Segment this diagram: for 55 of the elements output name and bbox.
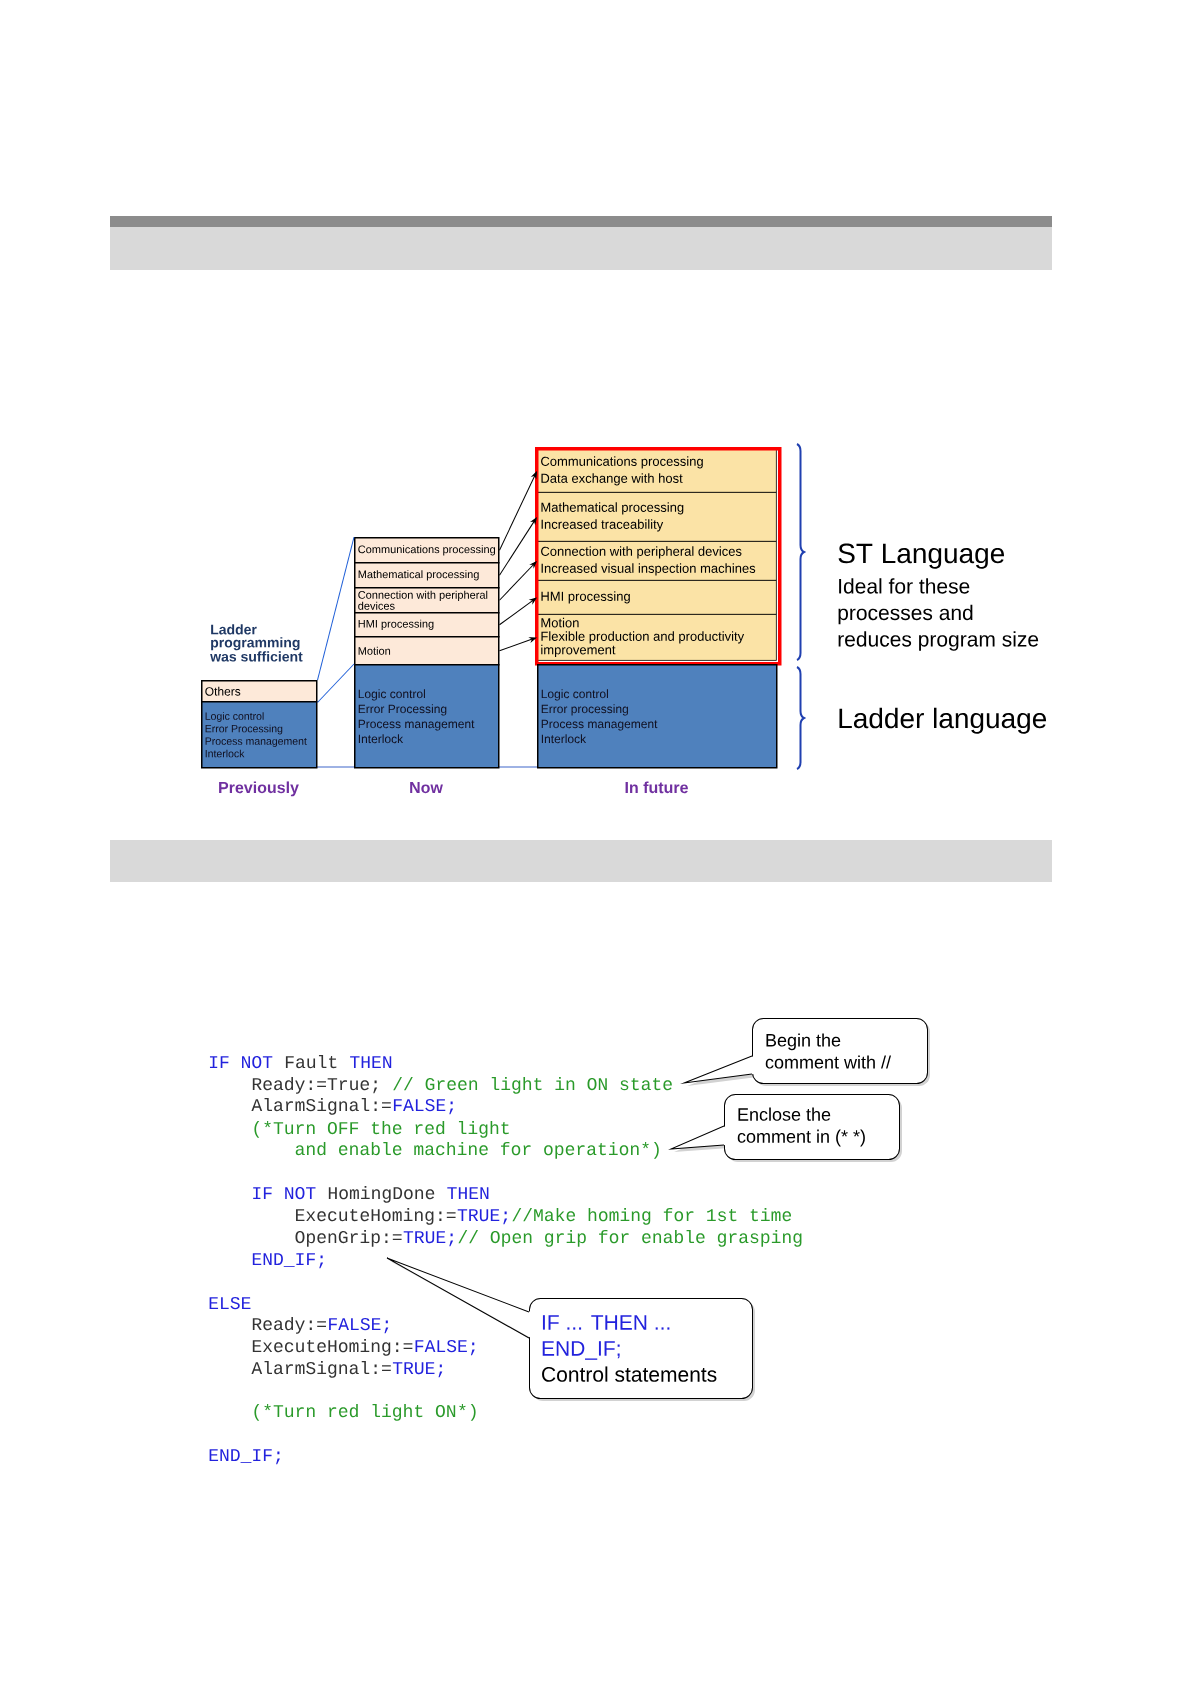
code-text: TRUE;: [392, 1362, 443, 1378]
code-text: FALSE;: [415, 1339, 475, 1356]
process-box: HMI processing: [354, 612, 500, 638]
process-box: Mathematical processing: [354, 562, 500, 589]
process-box: Connection with peripheral devices Increased visual inspection machines: [537, 541, 777, 581]
arrow: [499, 637, 537, 652]
code-text: Ready:=True;: [252, 1076, 378, 1094]
process-box: Communications processing Data exchange with host: [537, 449, 777, 493]
description-text: Ideal for these processes and reduces program size: [838, 578, 1039, 651]
code-text: TRUE;: [457, 1209, 508, 1225]
code-text: (*Turn OFF the red light: [254, 1120, 509, 1138]
code-text: END_IF;: [252, 1253, 324, 1269]
code-text: ELSE: [209, 1296, 251, 1310]
arrow: [499, 471, 537, 551]
process-box: Communications processing: [354, 537, 500, 564]
process-box: Motion: [354, 636, 500, 666]
heading-text: Ladder programming was sufficient: [210, 624, 303, 662]
connector-line: [317, 536, 355, 681]
process-box: Others: [201, 680, 318, 703]
arrow: [499, 561, 537, 601]
column-label: In future: [625, 781, 688, 794]
process-box: Mathematical processing Increased traceability: [537, 492, 777, 542]
process-box: Connection with peripheral devices: [354, 587, 500, 614]
callout-bubble: Begin the comment with //: [683, 1018, 930, 1086]
process-box: HMI processing: [537, 580, 777, 615]
code-text: THEN: [350, 1056, 392, 1068]
arrow: [499, 597, 537, 626]
arrow: [499, 517, 537, 576]
process-box: Logic control Error Processing Process management Interlock: [201, 701, 318, 769]
code-text: IF NOT: [209, 1055, 273, 1069]
process-box: Logic control Error processing Process management Interlock: [537, 664, 778, 769]
code-text: IF NOT: [253, 1186, 316, 1200]
code-text: Ready:=: [252, 1316, 326, 1334]
column-label: Previously: [219, 781, 299, 797]
callout-bubble: Enclose the comment in (* *): [670, 1094, 902, 1162]
code-text: FALSE;: [329, 1317, 389, 1334]
connector-line: [317, 663, 355, 703]
code-text: OpenGrip:=: [295, 1229, 402, 1247]
code-text: END_IF;: [209, 1449, 280, 1465]
highlight-frame: [535, 447, 782, 666]
code-text: THEN: [447, 1187, 489, 1199]
column-label: Now: [410, 782, 443, 794]
code-text: HomingDone: [328, 1185, 435, 1203]
code-text: and enable machine for operation*): [295, 1141, 659, 1159]
process-box: Logic control Error Processing Process management Interlock: [354, 664, 500, 769]
code-text: AlarmSignal:=: [251, 1097, 391, 1115]
process-box: Motion Flexible production and productivity improvement: [537, 614, 777, 661]
heading-text: ST Language: [838, 543, 1005, 569]
code-text: (*Turn red light ON: [254, 1403, 456, 1421]
code-text: ExecuteHoming:=: [296, 1207, 456, 1225]
code-text: Fault: [285, 1054, 337, 1069]
code-text: FALSE;: [393, 1098, 454, 1115]
heading-text: Ladder language: [839, 707, 1047, 734]
code-text: //Make homing for 1st time: [512, 1207, 792, 1225]
code-text: // Green light in ON state: [393, 1076, 672, 1094]
